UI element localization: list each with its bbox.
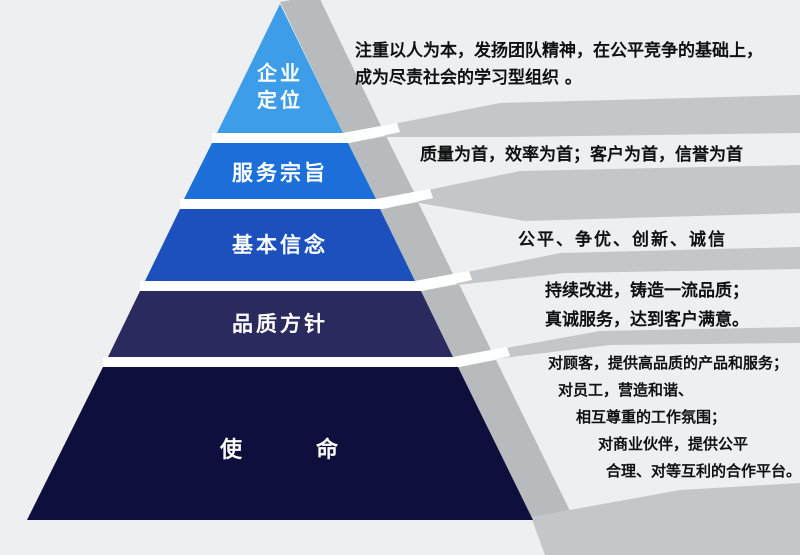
desc-line: 注重以人为本，发扬团队精神，在公平竞争的基础上， [355,41,763,61]
tier-5-shadow-side [458,360,571,520]
desc-positioning: 注重以人为本，发扬团队精神，在公平竞争的基础上， 成为尽责社会的学习型组织 。 [355,38,763,92]
tier-4-shadow-plate [489,327,800,359]
desc-line: 公平、争优、创新、诚信 [518,230,727,250]
desc-line: 对员工，营造和谐、 [558,381,694,399]
tier-label-service-tenet: 服务宗旨 [232,161,328,185]
desc-line: 成为尽责社会的学习型组织 。 [355,68,582,88]
tier-2-face [184,143,376,199]
desc-line: 真诚服务，达到客户满意。 [545,310,749,330]
desc-line: 合理、对等互利的合作平台。 [606,462,800,480]
desc-service-tenet: 质量为首，效率为首；客户为首，信誉为首 [420,142,743,169]
desc-line: 对商业伙伴，提供公平 [598,435,749,453]
tier-label-quality-policy: 品质方针 [232,312,328,336]
desc-basic-beliefs: 公平、争优、创新、诚信 [518,227,727,254]
tier-label-positioning: 企业 定位 [257,61,303,112]
tier-1-face [217,4,343,133]
desc-line: 质量为首，效率为首；客户为首，信誉为首 [420,145,743,165]
desc-quality-policy: 持续改进，铸造一流品质； 真诚服务，达到客户满意。 [545,277,749,335]
tier-4-shadow-side [421,284,491,357]
tier-3-shadow-plate [452,247,800,285]
desc-mission: 对顾客，提供高品质的产品和服务； 对员工，营造和谐、 相互尊重的工作氛围； 对商… [548,350,800,485]
desc-line: 对顾客，提供高品质的产品和服务； [548,354,789,372]
tier-5-face [27,367,533,520]
tier-1-shadow-side [280,0,381,133]
tier-1-shadow-plate [378,95,800,137]
desc-line: 持续改进，铸造一流品质； [545,281,749,301]
base-shadow-wedge [531,483,800,555]
tier-4-face [108,291,453,357]
tier-3-shadow-side [380,202,453,281]
tier-label-basic-beliefs: 基本信念 [232,233,328,257]
tier-2-shadow-side [348,136,414,199]
tier-label-mission: 使 命 [219,438,341,463]
tier-2-shadow-plate [413,165,800,221]
desc-line: 相互尊重的工作氛围； [576,408,727,426]
tier-3-face [145,209,415,281]
